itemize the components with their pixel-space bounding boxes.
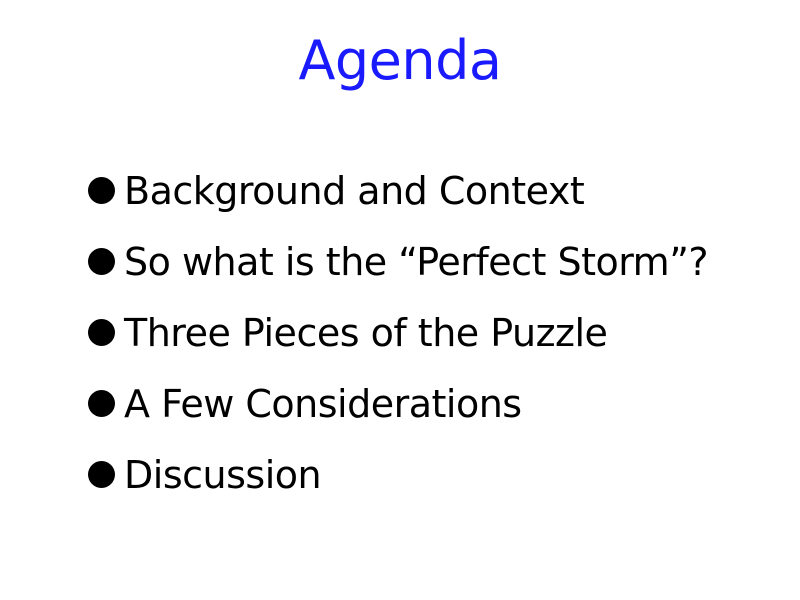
list-item-text: Three Pieces of the Puzzle xyxy=(124,310,608,355)
bullet-icon xyxy=(88,319,115,346)
list-item: Discussion xyxy=(88,439,708,510)
bullet-icon xyxy=(88,248,115,275)
list-item-text: A Few Considerations xyxy=(124,381,522,426)
bullet-icon xyxy=(88,461,115,488)
list-item: Three Pieces of the Puzzle xyxy=(88,297,708,368)
list-item: Background and Context xyxy=(88,155,708,226)
agenda-list: Background and Context So what is the “P… xyxy=(88,155,709,510)
bullet-icon xyxy=(88,177,115,204)
list-item: So what is the “Perfect Storm”? xyxy=(88,226,709,297)
slide-title: Agenda xyxy=(298,29,502,92)
list-item-text: So what is the “Perfect Storm”? xyxy=(124,239,709,284)
list-item: A Few Considerations xyxy=(88,368,708,439)
list-item-text: Background and Context xyxy=(124,168,585,213)
list-item-text: Discussion xyxy=(124,452,322,497)
bullet-icon xyxy=(88,390,115,417)
